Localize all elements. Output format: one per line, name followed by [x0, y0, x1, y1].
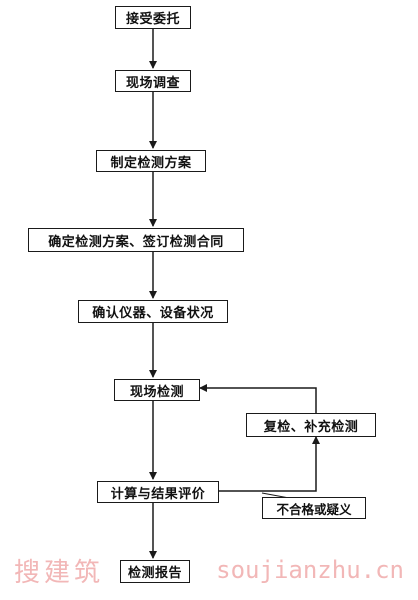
label-nonconformity: 不合格或疑义 — [262, 497, 366, 519]
step-calculate-evaluate: 计算与结果评价 — [97, 481, 219, 503]
step-recheck-supplementary: 复检、补充检测 — [246, 413, 376, 437]
step-site-survey: 现场调查 — [115, 70, 191, 92]
step-confirm-instruments: 确认仪器、设备状况 — [78, 300, 228, 323]
step-onsite-testing: 现场检测 — [114, 379, 200, 401]
step-make-test-plan: 制定检测方案 — [96, 150, 206, 172]
step-test-report: 检测报告 — [120, 560, 190, 583]
arrow-evaluate-to-recheck — [219, 436, 320, 492]
arrow-recheck-to-onsite — [199, 384, 317, 413]
step-accept-commission: 接受委托 — [115, 6, 191, 29]
step-confirm-plan-sign-contract: 确定检测方案、签订检测合同 — [28, 228, 244, 252]
